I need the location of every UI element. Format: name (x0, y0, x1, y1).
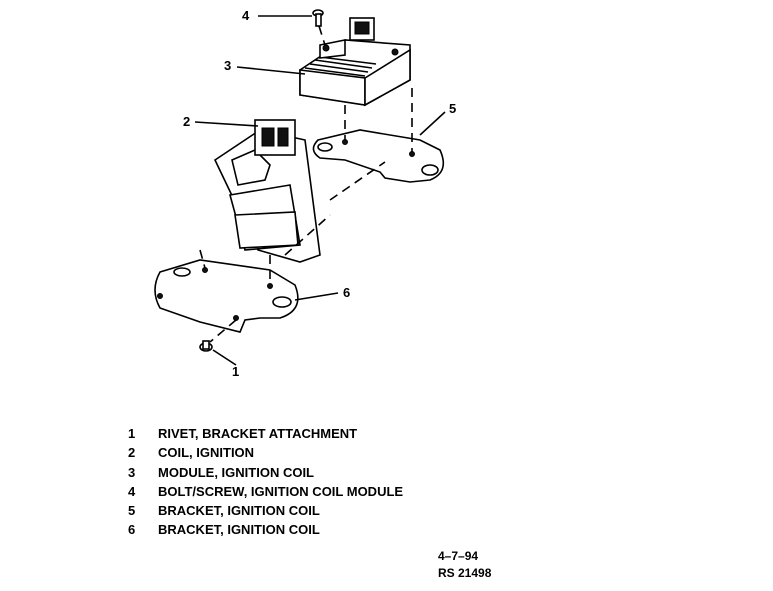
callout-number-1: 1 (232, 364, 240, 379)
figure-date: 4–7–94 (438, 549, 479, 563)
alignment-dashed-lines (199, 25, 413, 343)
legend-text: BRACKET, IGNITION COIL (158, 522, 320, 538)
callout-number-5: 5 (449, 101, 457, 116)
legend-row: 5 BRACKET, IGNITION COIL (128, 503, 403, 522)
legend-row: 1 RIVET, BRACKET ATTACHMENT (128, 426, 403, 445)
parts-legend: 1 RIVET, BRACKET ATTACHMENT 2 COIL, IGNI… (128, 426, 403, 542)
legend-number: 1 (128, 426, 136, 441)
legend-number: 3 (128, 464, 136, 480)
legend-text: BOLT/SCREW, IGNITION COIL MODULE (158, 483, 404, 499)
callout-number-3: 3 (224, 58, 232, 73)
legend-row: 4 BOLT/SCREW, IGNITION COIL MODULE (128, 484, 403, 503)
ignition-coil-part (213, 119, 321, 263)
callout-number-2: 2 (183, 114, 191, 129)
legend-number: 4 (128, 483, 136, 499)
legend-row: 3 MODULE, IGNITION COIL (128, 465, 403, 484)
exploded-view-diagram (154, 9, 446, 366)
upper-bracket-part (312, 129, 445, 183)
figure-id: RS 21498 (438, 566, 492, 580)
lower-bracket-part (154, 259, 299, 333)
legend-row: 2 COIL, IGNITION (128, 445, 403, 464)
legend-text: BRACKET, IGNITION COIL (158, 503, 320, 519)
ignition-coil-module-part (299, 17, 411, 107)
legend-text: COIL, IGNITION (158, 445, 255, 461)
legend-number: 6 (128, 522, 136, 538)
callout-number-6: 6 (343, 285, 351, 300)
callout-number-4: 4 (242, 8, 250, 23)
legend-row: 6 BRACKET, IGNITION COIL (128, 522, 403, 541)
bolt-screw-part (312, 9, 324, 27)
callout-leader-lines (194, 15, 446, 366)
legend-number: 2 (128, 445, 136, 461)
legend-number: 5 (128, 503, 136, 519)
rivet-part (199, 340, 213, 352)
figure-reference: 4–7–94 RS 21498 (438, 548, 491, 582)
legend-text: RIVET, BRACKET ATTACHMENT (158, 426, 358, 441)
legend-text: MODULE, IGNITION COIL (158, 464, 314, 480)
